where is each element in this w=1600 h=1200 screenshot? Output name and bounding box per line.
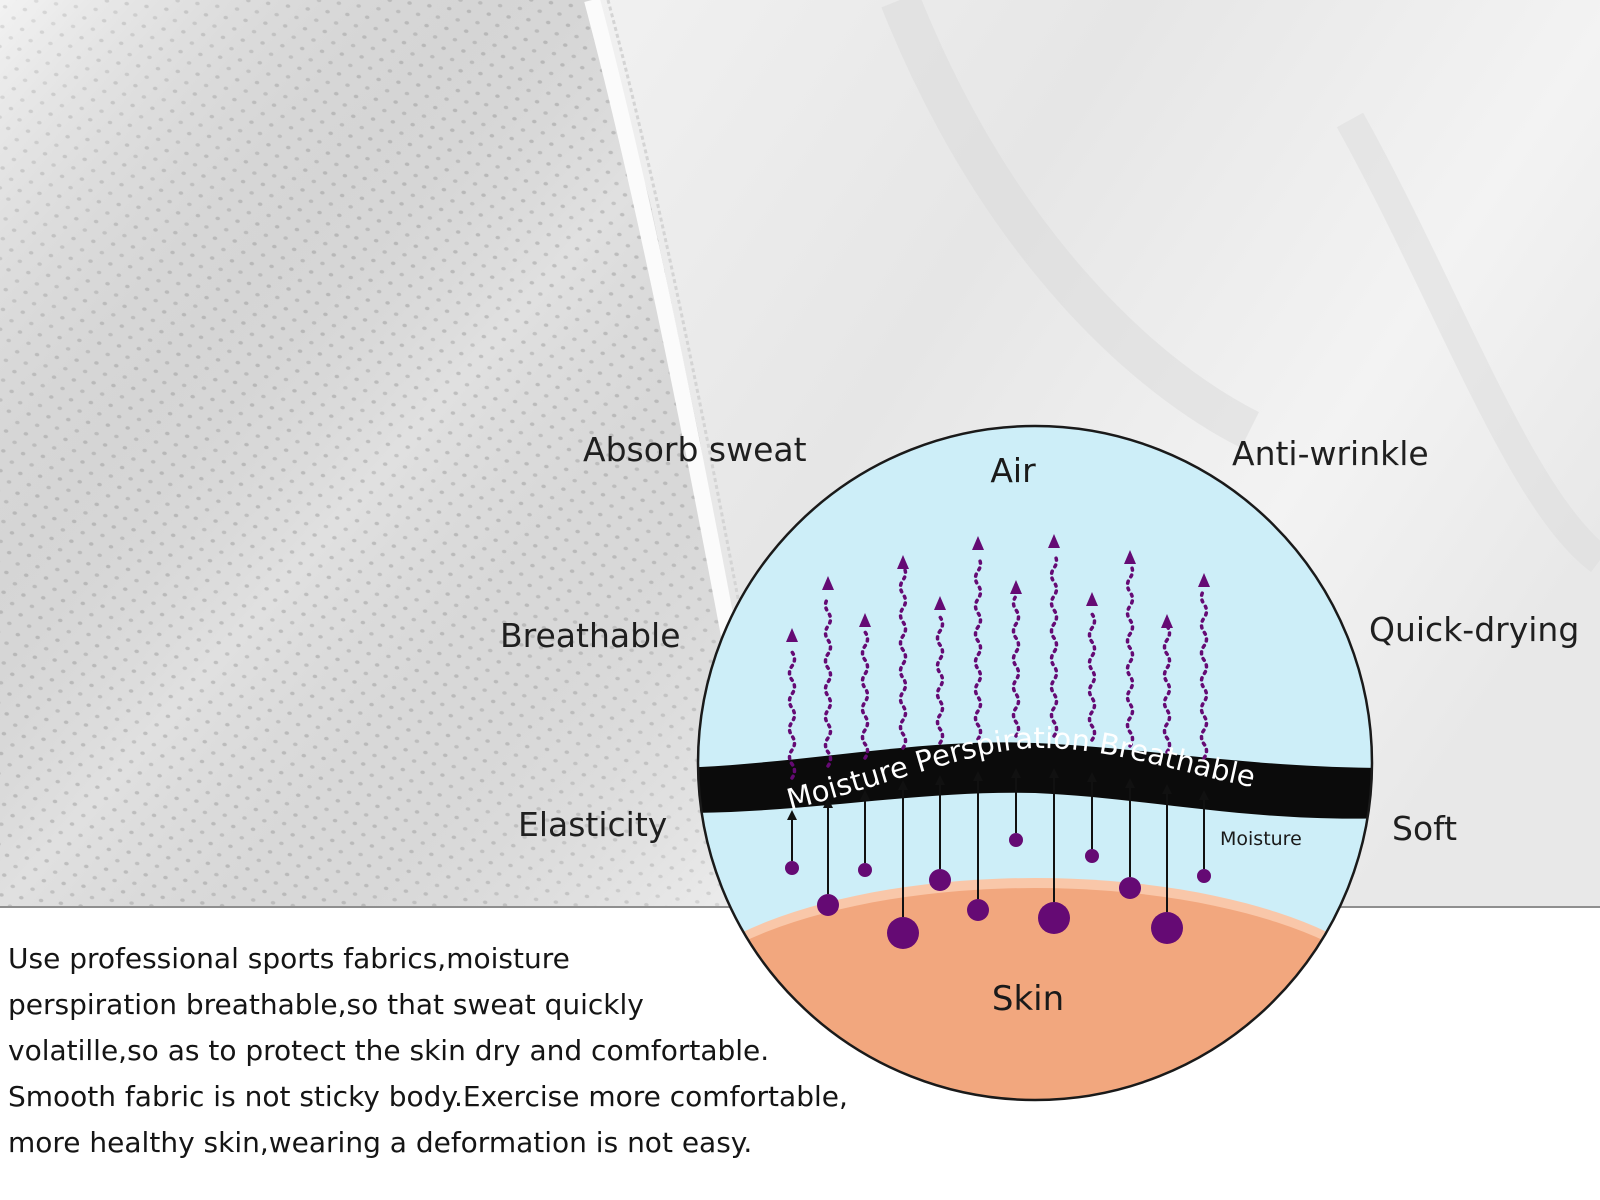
feature-soft: Soft xyxy=(1392,809,1458,848)
product-description: Use professional sports fabrics,moisture… xyxy=(8,936,908,1166)
description-line: more healthy skin,wearing a deformation … xyxy=(8,1126,753,1159)
moisture-arrowhead xyxy=(1049,768,1059,778)
vapor-wave xyxy=(973,555,983,741)
sweat-droplet xyxy=(1197,869,1211,883)
sweat-droplet xyxy=(887,917,919,949)
moisture-label: Moisture xyxy=(1220,828,1302,850)
moisture-arrowhead xyxy=(823,798,833,808)
moisture-arrowhead xyxy=(787,810,797,820)
vapor-wave xyxy=(823,596,833,768)
moisture-arrowhead xyxy=(935,775,945,785)
moisture-wicking-diagram: Moisture Perspiration Breathable Air Ski… xyxy=(696,424,1374,1102)
moisture-arrowhead xyxy=(973,771,983,781)
skin-zone xyxy=(698,888,1372,1100)
vapor-wave xyxy=(1087,612,1097,742)
vapor-arrowhead xyxy=(1198,573,1210,587)
vapor-arrowhead xyxy=(1048,534,1060,548)
moisture-arrowhead xyxy=(1087,772,1097,782)
feature-breathable: Breathable xyxy=(500,616,681,655)
diagram-outline xyxy=(696,424,1374,1102)
vapor-arrowhead xyxy=(1124,550,1136,564)
skin-label: Skin xyxy=(992,979,1064,1019)
sweat-droplet xyxy=(1085,849,1099,863)
vapor-wave xyxy=(898,564,908,750)
sweat-droplet xyxy=(1038,902,1070,934)
moisture-arrowhead xyxy=(1162,784,1172,794)
feature-anti-wrinkle: Anti-wrinkle xyxy=(1232,434,1429,473)
vapor-wave xyxy=(1049,552,1059,738)
vapor-arrowhead xyxy=(1010,580,1022,594)
vapor-arrowhead xyxy=(972,536,984,550)
description-line: volatille,so as to protect the skin dry … xyxy=(8,1034,770,1067)
vapor-arrowhead xyxy=(786,628,798,642)
description-line: Use professional sports fabrics,moisture xyxy=(8,942,570,975)
sweat-droplet xyxy=(929,869,951,891)
vapor-wave xyxy=(1011,594,1021,738)
moisture-arrowhead xyxy=(860,790,870,800)
air-label: Air xyxy=(990,451,1036,490)
sweat-droplet xyxy=(858,863,872,877)
description-line: perspiration breathable,so that sweat qu… xyxy=(8,988,644,1021)
description-line: Smooth fabric is not sticky body.Exercis… xyxy=(8,1080,848,1113)
vapor-wave xyxy=(1125,562,1135,748)
fabric-band xyxy=(698,742,1372,819)
vapor-arrowhead xyxy=(1161,614,1173,628)
vapor-arrowhead xyxy=(822,576,834,590)
moisture-arrowhead xyxy=(898,780,908,790)
feature-absorb-sweat: Absorb sweat xyxy=(583,430,807,469)
moisture-arrowhead xyxy=(1125,778,1135,788)
vapor-wave xyxy=(1199,588,1209,760)
vapor-arrowhead xyxy=(1086,592,1098,606)
sweat-droplet xyxy=(967,899,989,921)
vapor-wave xyxy=(860,630,870,760)
moisture-arrowhead xyxy=(1011,768,1021,778)
moisture-flows xyxy=(785,534,1211,949)
feature-elasticity: Elasticity xyxy=(518,805,668,844)
vapor-arrowhead xyxy=(934,596,946,610)
vapor-wave xyxy=(935,615,945,745)
sweat-droplet xyxy=(785,861,799,875)
moisture-arrowhead xyxy=(1199,790,1209,800)
sweat-droplet xyxy=(1119,877,1141,899)
vapor-wave xyxy=(787,650,797,780)
feature-quick-drying: Quick-drying xyxy=(1369,610,1580,649)
vapor-wave xyxy=(1162,624,1172,754)
sweat-droplet xyxy=(1009,833,1023,847)
vapor-arrowhead xyxy=(859,613,871,627)
sweat-droplet xyxy=(1151,912,1183,944)
sweat-droplet xyxy=(817,894,839,916)
vapor-arrowhead xyxy=(897,555,909,569)
